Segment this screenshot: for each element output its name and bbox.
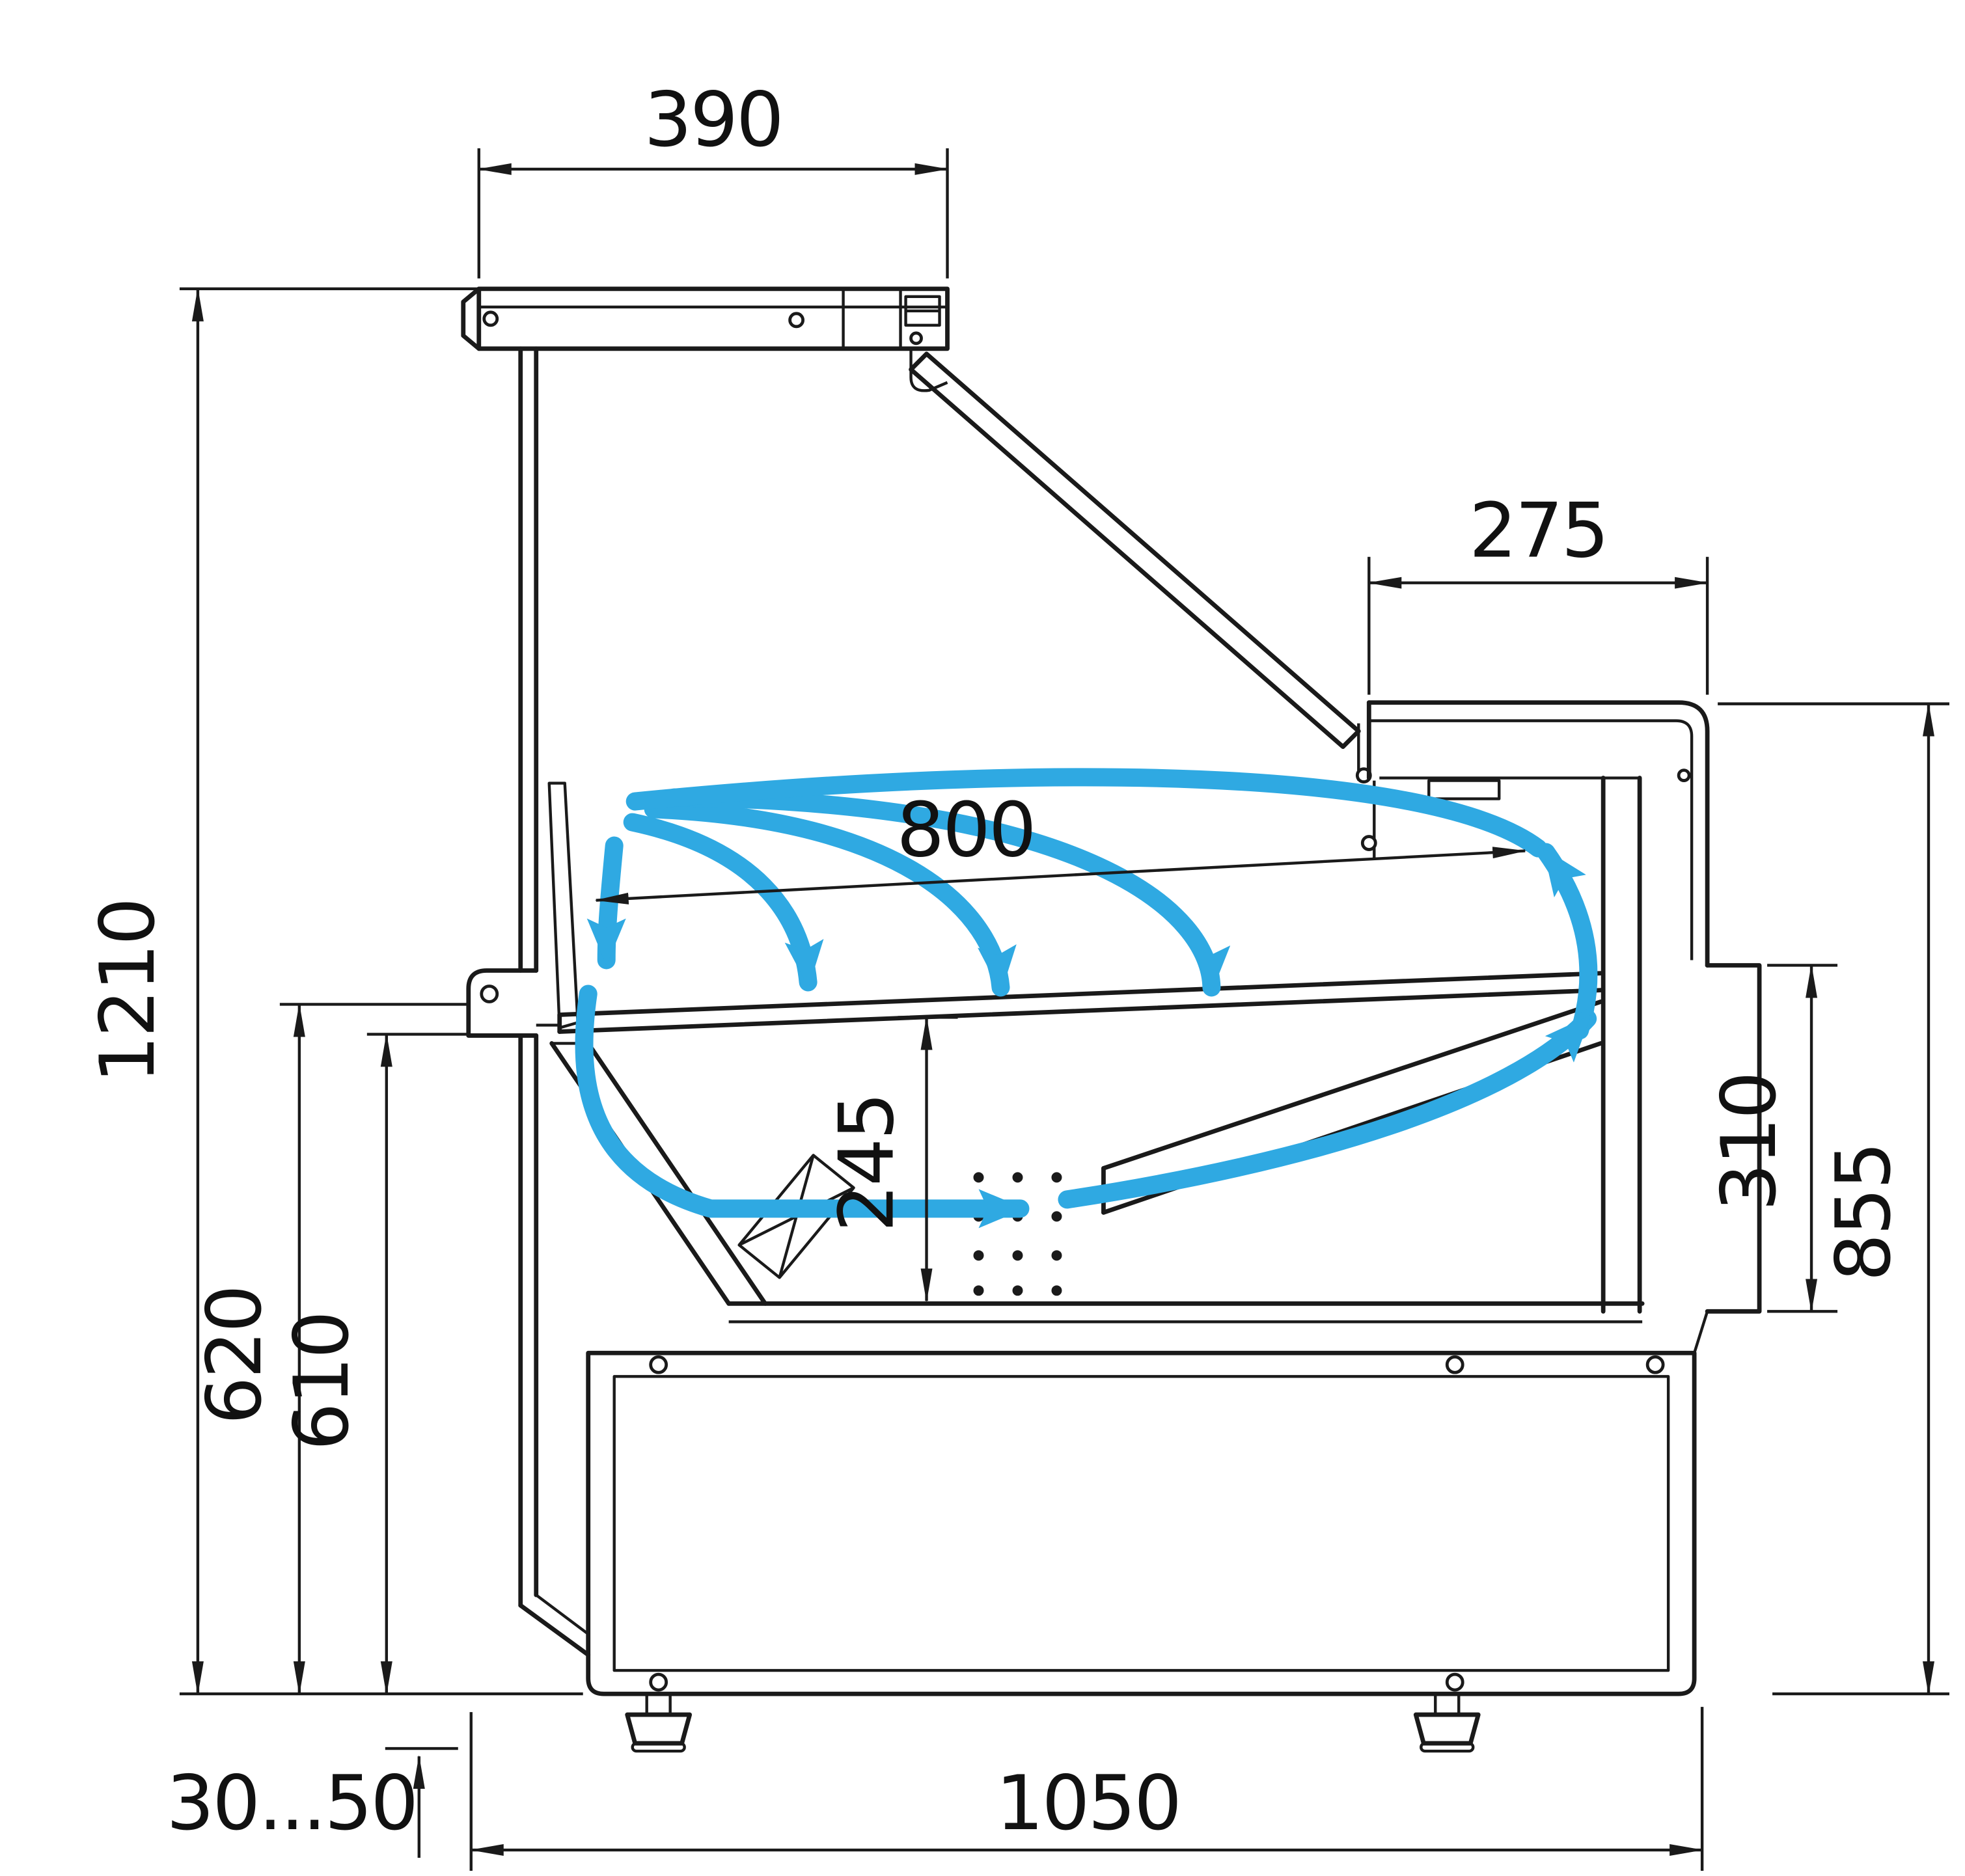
airflow-arc-top bbox=[625, 768, 1548, 858]
front-bumper-panel bbox=[1693, 963, 1762, 1353]
screw-icon bbox=[788, 312, 804, 329]
back-panel bbox=[466, 346, 591, 1657]
dim-top-width: 390 bbox=[477, 76, 949, 279]
dim-label-base-depth: 1050 bbox=[996, 1760, 1180, 1847]
dim-deck-length: 800 bbox=[594, 787, 1527, 904]
counter-top bbox=[1366, 700, 1710, 968]
dim-leg-adjustment: 30...50 bbox=[167, 1747, 458, 1858]
dim-front-panel-height: 310 bbox=[1705, 964, 1838, 1313]
display-chamber bbox=[547, 776, 1645, 1324]
screw-icon bbox=[649, 1355, 668, 1374]
dim-label-deck-length: 800 bbox=[896, 787, 1034, 875]
base-cabinet bbox=[586, 1350, 1697, 1696]
dim-worktop-height: 855 bbox=[1718, 702, 1949, 1696]
canopy bbox=[461, 286, 950, 392]
screw-icon bbox=[649, 1672, 668, 1692]
dim-label-overall-height: 1210 bbox=[84, 899, 172, 1083]
airflow-arrow-rise-mid bbox=[1058, 1009, 1597, 1209]
foot-left bbox=[625, 1692, 693, 1753]
dim-label-well-height: 245 bbox=[823, 1094, 911, 1232]
foot-right bbox=[1413, 1692, 1481, 1753]
dim-label-back-height-outer: 620 bbox=[191, 1286, 279, 1424]
dim-label-front-panel-height: 310 bbox=[1705, 1073, 1793, 1211]
dim-base-depth: 1050 bbox=[469, 1707, 1704, 1871]
screw-icon bbox=[480, 985, 499, 1003]
screw-icon bbox=[1360, 835, 1377, 851]
airflow-arrow-down-1 bbox=[586, 836, 626, 970]
airflow-arrow-down-2 bbox=[623, 813, 824, 992]
airflow-arrow-rise-right bbox=[1537, 843, 1598, 1040]
dim-overall-height: 1210 bbox=[84, 287, 583, 1696]
dim-well-height: 245 bbox=[823, 1016, 958, 1303]
airflow-arrow-bottom bbox=[575, 985, 1030, 1229]
dim-back-height-inner: 610 bbox=[278, 1033, 469, 1696]
dim-label-back-height-inner: 610 bbox=[278, 1312, 366, 1450]
dim-label-top-width: 390 bbox=[644, 76, 782, 164]
screw-icon bbox=[1445, 1355, 1464, 1374]
dim-back-height-outer: 620 bbox=[191, 1003, 469, 1696]
screw-icon bbox=[482, 310, 499, 327]
dim-label-rear-counter-depth: 275 bbox=[1469, 487, 1607, 575]
screw-icon bbox=[909, 331, 923, 346]
perforated-plate bbox=[973, 1172, 1062, 1296]
screw-icon bbox=[1445, 1672, 1464, 1692]
screw-icon bbox=[1677, 768, 1691, 782]
showcase-outline bbox=[461, 286, 1762, 1753]
dim-label-worktop-height: 855 bbox=[1820, 1143, 1908, 1281]
screw-icon bbox=[1645, 1355, 1665, 1374]
dim-rear-counter-depth: 275 bbox=[1367, 487, 1709, 695]
dim-label-leg-adjustment: 30...50 bbox=[167, 1760, 417, 1847]
